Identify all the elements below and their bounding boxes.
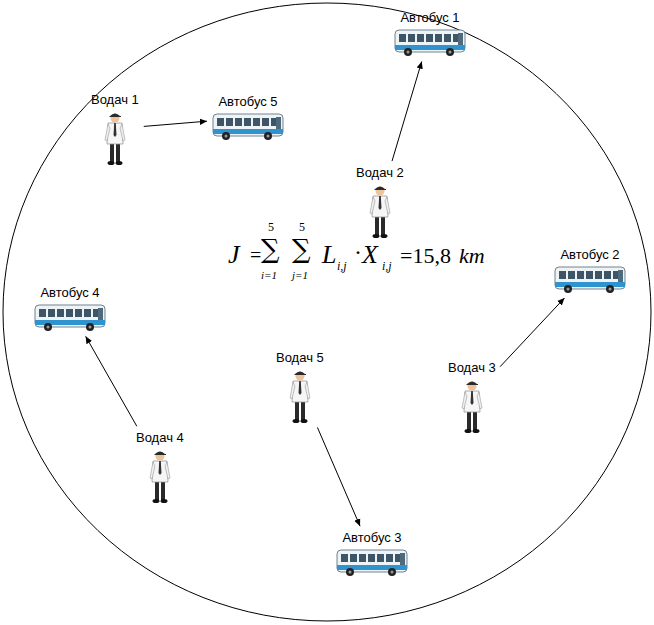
formula-part: i=1: [261, 270, 277, 281]
driver-label: Водач 4: [136, 430, 184, 446]
formula-part: i,j: [382, 260, 392, 272]
formula-part: ∑: [292, 236, 311, 262]
driver-figure: [365, 183, 395, 239]
bus-label: Автобус 3: [342, 530, 401, 546]
formula-part: 5: [299, 221, 305, 233]
driver-node: Водач 4: [133, 428, 187, 506]
driver-label: Водач 5: [276, 350, 324, 366]
formula-part: =: [250, 245, 261, 265]
driver-label: Водач 2: [356, 165, 404, 181]
bus-icon: [394, 28, 466, 58]
bus-icon: [212, 112, 284, 142]
bus-node: Автобус 5: [209, 92, 287, 144]
driver-figure: [457, 378, 487, 434]
bus-icon: [34, 303, 106, 333]
assignment-arrow: [500, 298, 564, 367]
formula-part: j=1: [292, 270, 308, 281]
bus-icon: [554, 265, 626, 295]
driver-node: Водач 5: [273, 348, 327, 426]
formula-part: J: [228, 242, 240, 268]
bus-node: Автобус 3: [333, 528, 411, 580]
bus-node: Автобус 1: [391, 8, 469, 60]
formula-part: X: [362, 242, 378, 268]
bus-node: Автобус 4: [31, 283, 109, 335]
assignment-arrow: [392, 62, 422, 162]
driver-figure: [145, 448, 175, 504]
driver-figure: [100, 110, 130, 166]
assignment-arrow: [144, 121, 207, 126]
formula-part: 5: [268, 221, 274, 233]
formula-part: km: [459, 245, 485, 267]
driver-node: Водач 2: [353, 163, 407, 241]
assignment-arrow: [317, 427, 360, 526]
bus-label: Автобус 1: [400, 10, 459, 26]
formula-part: ·: [354, 240, 362, 264]
driver-node: Водач 3: [445, 358, 499, 436]
driver-label: Водач 1: [91, 92, 139, 108]
formula-part: ∑: [261, 236, 280, 262]
formula-part: =15,8: [400, 245, 451, 267]
bus-label: Автобус 4: [40, 285, 99, 301]
bus-label: Автобус 2: [560, 247, 619, 263]
formula-part: i,j: [337, 260, 347, 272]
bus-icon: [336, 548, 408, 578]
bus-label: Автобус 5: [218, 94, 277, 110]
assignment-arrow: [86, 336, 137, 426]
bus-node: Автобус 2: [551, 245, 629, 297]
formula-part: L: [322, 242, 336, 268]
region-ellipse: [3, 3, 651, 621]
driver-label: Водач 3: [448, 360, 496, 376]
driver-node: Водач 1: [88, 90, 142, 168]
driver-figure: [285, 368, 315, 424]
